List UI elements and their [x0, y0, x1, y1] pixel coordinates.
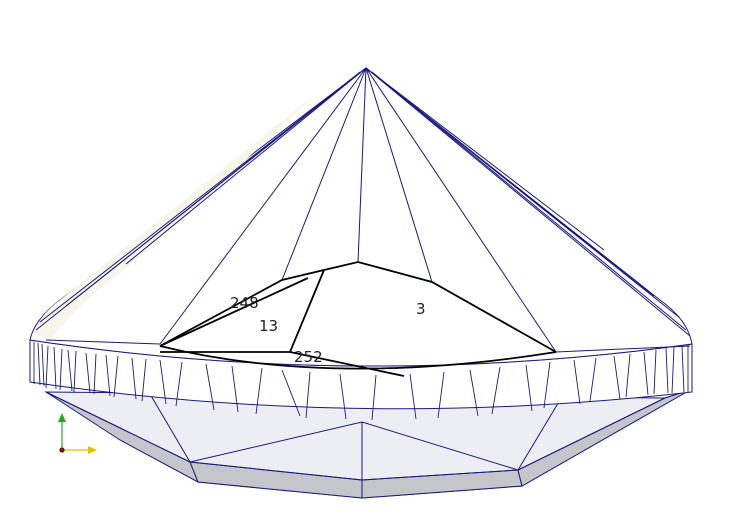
- facet-label-252: 252: [294, 348, 323, 366]
- facet-label-3: 3: [416, 300, 426, 318]
- facet-edge-top: [159, 261, 557, 353]
- girdle: [29, 339, 693, 421]
- crown-outline: [29, 67, 693, 367]
- facet-edge-252: [289, 351, 405, 377]
- facet-edge-248: [159, 277, 309, 347]
- pavilion: [44, 389, 691, 499]
- facet-label-248: 248: [230, 294, 259, 312]
- crown: [29, 67, 693, 367]
- axis-triad-icon: [58, 413, 97, 454]
- selected-facets[interactable]: [159, 261, 557, 377]
- facet-label-13: 13: [259, 317, 278, 335]
- facet-edge-girdle: [159, 345, 557, 370]
- facet-edge-13: [289, 269, 325, 353]
